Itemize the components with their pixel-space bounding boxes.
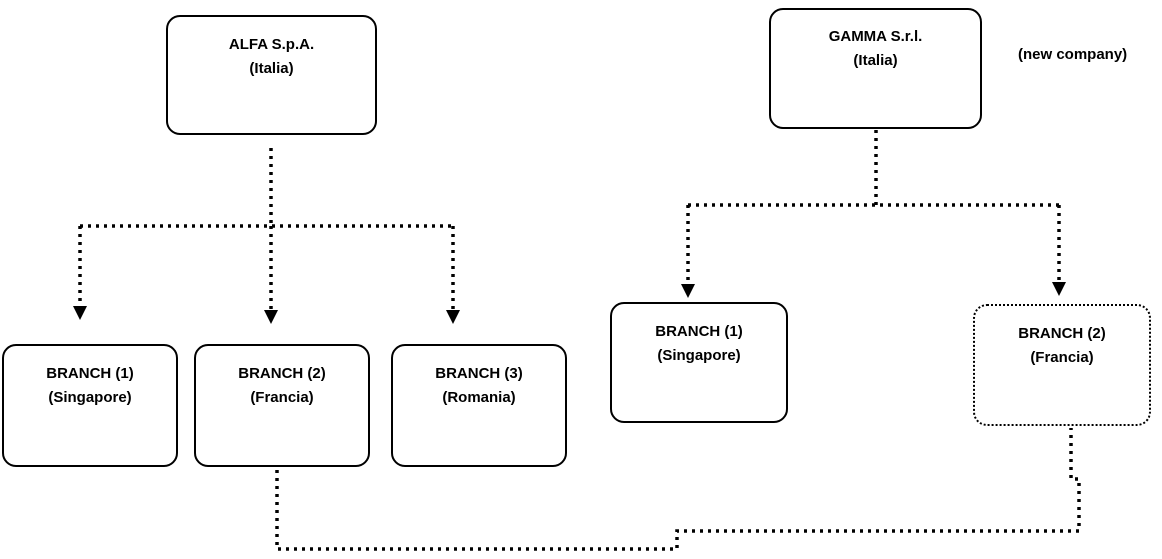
alfa-name: ALFA S.p.A.: [228, 36, 315, 53]
alfa-branch-2-box: BRANCH (2) (Francia): [194, 344, 370, 467]
gamma-branch-1-box: BRANCH (1) (Singapore): [610, 302, 788, 423]
transfer-line: [275, 428, 1081, 551]
branch-country: (Francia): [1030, 349, 1094, 366]
branch-name: BRANCH (2): [1018, 325, 1106, 342]
arrowhead-gamma-1: [681, 284, 695, 298]
alfa-branch-3-box: BRANCH (3) (Romania): [391, 344, 567, 467]
arrowhead-alfa-3: [446, 310, 460, 324]
gamma-parent-box: GAMMA S.r.l. (Italia): [769, 8, 982, 129]
alfa-branch-1-box: BRANCH (1) (Singapore): [2, 344, 178, 467]
branch-name: BRANCH (1): [46, 365, 134, 382]
arrowhead-alfa-1: [73, 306, 87, 320]
branch-country: (Francia): [250, 389, 314, 406]
gamma-name: GAMMA S.r.l.: [828, 28, 923, 45]
alfa-country: (Italia): [249, 60, 294, 77]
branch-country: (Romania): [442, 389, 516, 406]
arrowhead-gamma-2: [1052, 282, 1066, 296]
branch-name: BRANCH (2): [238, 365, 326, 382]
arrowhead-alfa-2: [264, 310, 278, 324]
branch-country: (Singapore): [48, 389, 132, 406]
branch-name: BRANCH (1): [655, 323, 743, 340]
branch-country: (Singapore): [657, 347, 741, 364]
new-company-note: (new company): [1018, 46, 1128, 63]
gamma-branch-2-box: BRANCH (2) (Francia): [973, 304, 1151, 426]
branch-name: BRANCH (3): [435, 365, 523, 382]
gamma-country: (Italia): [853, 52, 898, 69]
alfa-parent-box: ALFA S.p.A. (Italia): [166, 15, 377, 135]
